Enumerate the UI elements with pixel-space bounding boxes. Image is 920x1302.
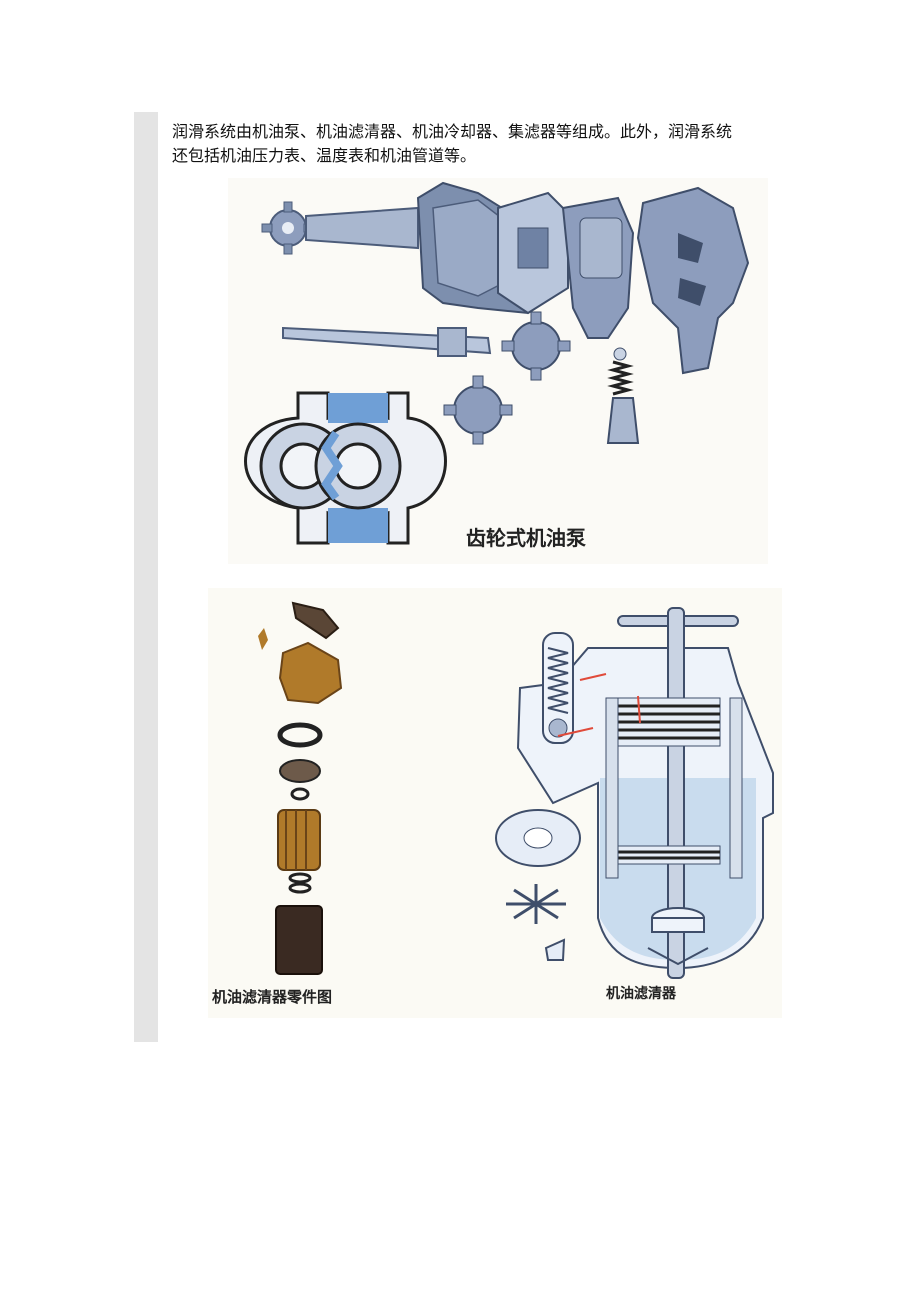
- relief-valve-spring: [606, 347, 640, 444]
- pump-gear-2: [443, 375, 513, 445]
- paragraph-line-2: 还包括机油压力表、温度表和机油管道等。: [172, 146, 477, 165]
- gear-oil-pump-figure: [228, 178, 768, 564]
- filter-spider: [506, 884, 566, 924]
- pump-outlet-flange: [636, 186, 750, 375]
- quote-sidebar-bar: [134, 112, 158, 1042]
- filter-parts-caption: 机油滤清器零件图: [212, 988, 333, 1006]
- oil-filter-figure: [208, 588, 782, 1018]
- pump-gear-1: [501, 311, 571, 381]
- gear-pump-cross-section: [244, 391, 447, 545]
- body-paragraph: 润滑系统由机油泵、机油滤清器、机油冷却器、集滤器等组成。此外，润滑系统 还包括机…: [172, 120, 832, 168]
- paragraph-line-1: 润滑系统由机油泵、机油滤清器、机油冷却器、集滤器等组成。此外，润滑系统: [172, 122, 733, 141]
- filter-clip: [544, 938, 566, 961]
- filter-assembly-caption: 机油滤清器: [606, 986, 676, 1002]
- pump-drive-shaft: [305, 206, 419, 250]
- pump-caption: 齿轮式机油泵: [466, 526, 586, 550]
- filter-parts-exploded: [258, 601, 343, 975]
- filter-disc: [495, 809, 581, 867]
- filter-assembly-cross-section: [516, 607, 774, 979]
